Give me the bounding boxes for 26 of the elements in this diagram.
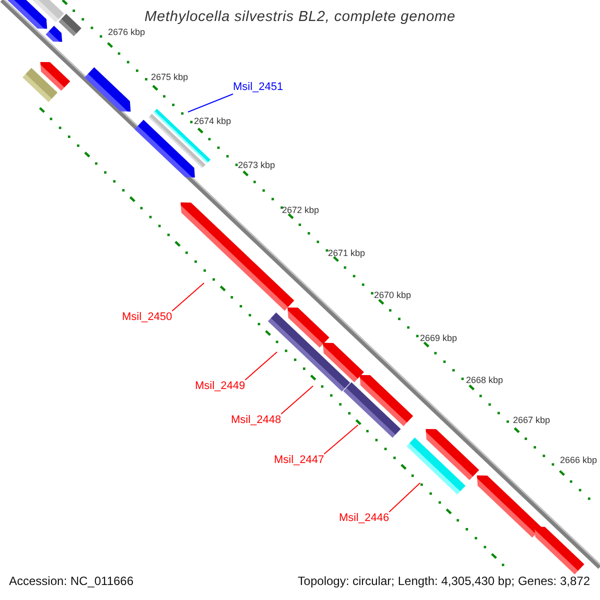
leader-line — [324, 424, 358, 454]
gene-label: Msil_2449 — [195, 380, 246, 393]
leader-line — [280, 386, 314, 414]
accession-text: Accession: NC_011666 — [9, 574, 134, 588]
gene-label: Msil_2451 — [233, 81, 284, 94]
leader-line — [388, 482, 420, 512]
leader-line — [244, 352, 278, 380]
leader-line — [172, 282, 204, 312]
scale-label: 2673 kbp — [238, 160, 276, 170]
leader-line — [188, 94, 234, 112]
gene-label: Msil_2448 — [231, 414, 282, 427]
scale-label: 2676 kbp — [108, 27, 146, 37]
diagram-title: Methylocella silvestris BL2, complete genome — [144, 9, 456, 25]
scale-label: 2675 kbp — [151, 72, 188, 82]
gene-label: Msil_2446 — [339, 512, 390, 525]
scale-label: 2670 kbp — [374, 290, 412, 300]
gene-label: Msil_2447 — [274, 454, 324, 467]
scale-label: 2671 kbp — [328, 248, 366, 258]
scale-label: 2669 kbp — [420, 333, 458, 343]
scale-label: 2672 kbp — [282, 205, 320, 215]
genome-info-text: Topology: circular; Length: 4,305,430 bp; Genes: 3,872 — [298, 574, 590, 588]
scale-label: 2666 kbp — [560, 455, 598, 465]
scale-label: 2674 kbp — [194, 116, 232, 126]
gene-label: Msil_2450 — [122, 311, 172, 324]
scale-label: 2667 kbp — [513, 415, 550, 425]
scale-label: 2668 kbp — [466, 375, 504, 385]
